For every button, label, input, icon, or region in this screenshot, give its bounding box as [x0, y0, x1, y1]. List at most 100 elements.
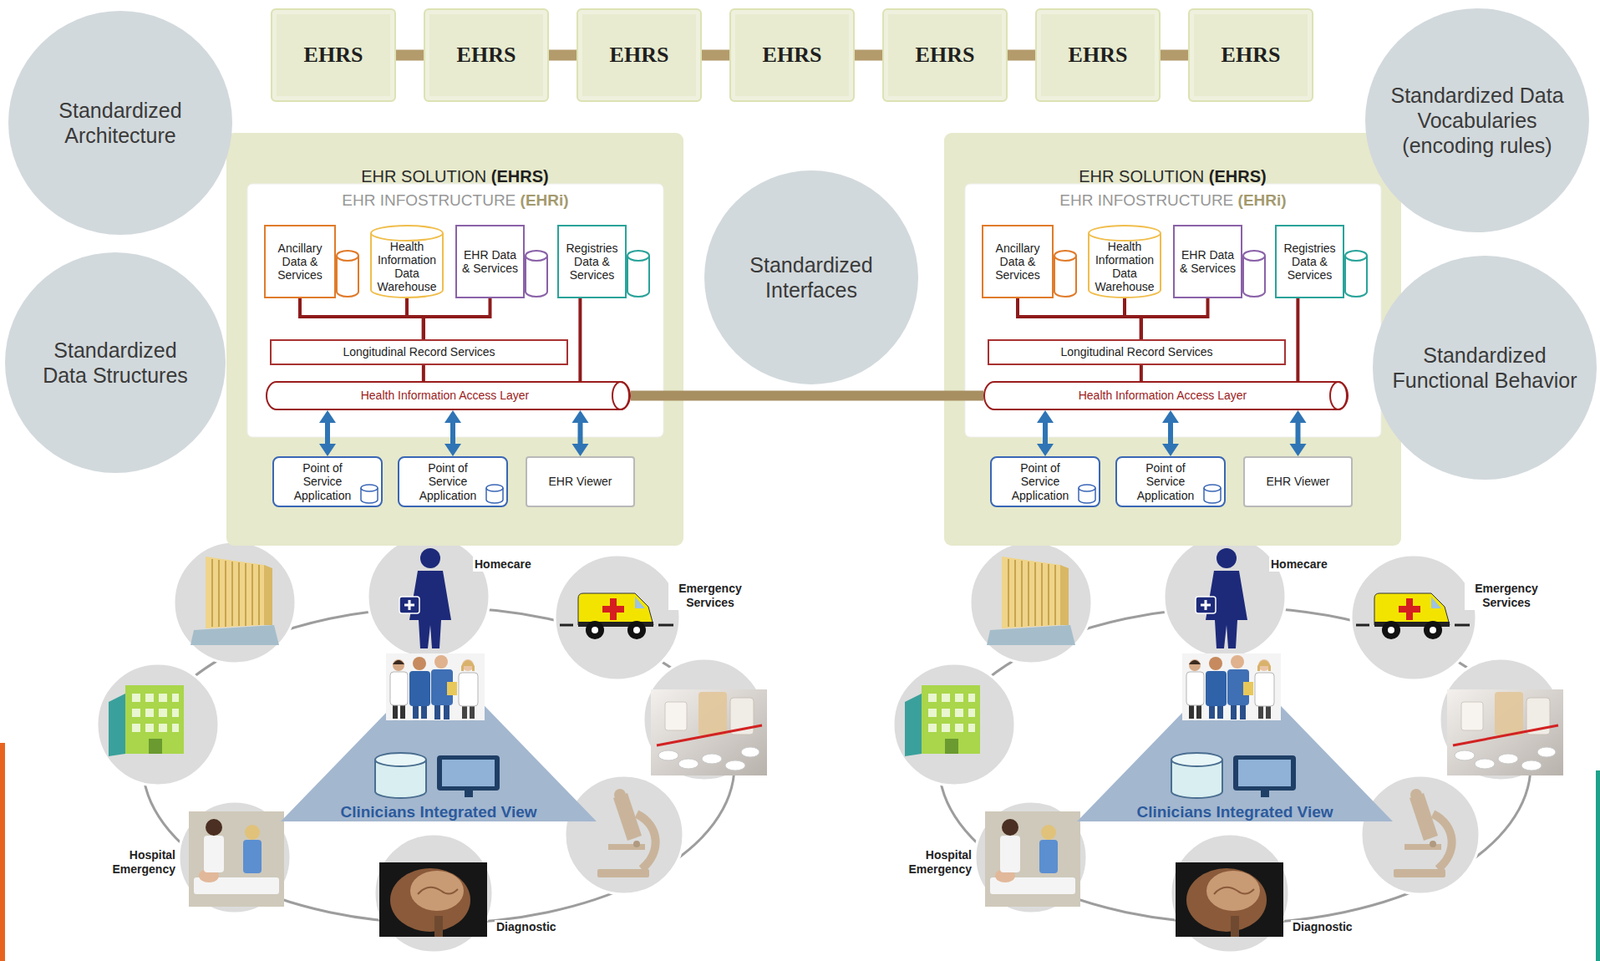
title-part: EHR INFOSTRUCTURE: [1059, 191, 1238, 209]
node-label: EHR SOLUTION (EHRS): [944, 166, 1402, 187]
node-shape-part: [1330, 381, 1347, 410]
node-label: EHRS: [304, 42, 364, 68]
edge-bar: [1595, 770, 1600, 961]
node-shape-part: [1243, 681, 1254, 696]
infostructure-fill: [247, 183, 664, 437]
node-label: Longitudinal Record Services: [1060, 345, 1213, 359]
connector: [1124, 298, 1142, 340]
node-shape-part: [458, 672, 478, 707]
node-shape-part: [266, 381, 630, 410]
standard-circle: Standardized Data Vocabularies (encoding…: [1365, 8, 1590, 233]
data-store-cylinder: [1054, 250, 1077, 297]
node-label: Clinicians Integrated View: [1136, 802, 1333, 822]
connector: [1017, 298, 1142, 340]
node-label: EHR Data & Services: [1178, 248, 1238, 275]
ehrs-box: EHRS: [729, 8, 855, 102]
node-shape-part: [409, 670, 431, 707]
data-store-cylinder: [1243, 250, 1265, 297]
node-label: Ancillary Data & Services: [986, 241, 1049, 282]
title-abbr: (EHRS): [491, 167, 549, 186]
connector-line: [1295, 298, 1300, 381]
service-box: Registries Data & Services: [557, 224, 627, 299]
title-abbr: (EHRi): [1238, 191, 1287, 209]
pos-app-box: Point of Service Application: [990, 456, 1101, 508]
node-label: EHRS: [915, 42, 976, 68]
label-holder: Diagnostic: [1290, 919, 1367, 935]
connector-line: [1007, 50, 1036, 61]
node-shape-part: [390, 671, 408, 706]
pos-database-symbol-part: [1203, 484, 1221, 492]
node-shape-part: [1088, 233, 1161, 298]
label-holder: Diagnostic: [494, 919, 570, 935]
standard-circle: Standardized Architecture: [8, 10, 233, 235]
data-store-cylinder-part: [1243, 250, 1265, 261]
connector: [1162, 410, 1179, 457]
node-label: EHRS: [609, 42, 670, 68]
infostructure-box: EHR INFOSTRUCTURE (EHRi) Ancillary Data &…: [965, 183, 1382, 437]
connector: [422, 365, 424, 381]
panel-fill: [226, 132, 684, 546]
arrowhead: [1036, 410, 1054, 423]
pos-app-box: Point of Service Application: [397, 456, 508, 508]
ring-label: Emergency Services: [668, 581, 752, 610]
connector: [396, 55, 424, 56]
title-part: EHR INFOSTRUCTURE: [341, 191, 520, 209]
connector: [1290, 410, 1307, 457]
connector-line: [578, 298, 582, 381]
ring-label: Emergency Services: [1464, 581, 1549, 610]
ehrs-box: EHRS: [270, 8, 397, 102]
access-layer-tube: Health Information Access Layer: [265, 380, 631, 411]
arrowhead: [1290, 410, 1307, 423]
connector: [1141, 298, 1209, 340]
ring-label: Diagnostic: [1290, 919, 1355, 935]
node-label: EHR INFOSTRUCTURE (EHRi): [965, 191, 1382, 211]
arrowhead: [572, 443, 590, 457]
node-label: EHR INFOSTRUCTURE (EHRi): [247, 191, 664, 211]
pos-database-symbol-part: [1078, 484, 1096, 492]
data-store-cylinder-part: [627, 255, 650, 297]
node-shape-part: [392, 660, 405, 665]
node-shape-part: [1258, 659, 1270, 671]
node-shape-part: [1188, 659, 1201, 671]
data-store-cylinder-part: [1054, 250, 1077, 261]
node-shape-part: [1088, 225, 1161, 241]
connector: [572, 410, 590, 457]
pos-database-symbol: [359, 482, 380, 505]
data-store-cylinder-part: [525, 250, 548, 261]
arrowhead: [444, 443, 462, 457]
node-label: EHRS: [1221, 42, 1281, 68]
pos-database-symbol-part: [486, 484, 503, 492]
node-label: Registries Data & Services: [562, 241, 622, 282]
connector-line: [299, 298, 424, 340]
integrated-view-triangle: Clinicians Integrated View: [1071, 653, 1398, 825]
connector-line: [578, 421, 584, 445]
connector: [1297, 298, 1299, 381]
title-part: EHR SOLUTION: [360, 167, 492, 186]
arrowhead: [444, 410, 462, 423]
title-abbr: (EHRS): [1208, 167, 1267, 186]
ehr-solution-panel: EHR SOLUTION (EHRS) EHR INFOSTRUCTURE (EH…: [226, 132, 684, 546]
node-label: EHR Data & Services: [460, 248, 520, 275]
connector-line: [1139, 365, 1143, 381]
node-label: Point of Service Application: [411, 461, 485, 502]
node-label: EHR Viewer: [1266, 474, 1331, 488]
node-shape-part: [412, 656, 427, 671]
node-shape-part: [1076, 658, 1393, 822]
arrowhead: [572, 410, 590, 423]
node-label: Point of Service Application: [1003, 461, 1077, 502]
arrowhead: [1162, 410, 1179, 423]
integrated-view-triangle: Clinicians Integrated View: [275, 653, 602, 825]
connector-line: [450, 421, 456, 445]
connector: [1036, 410, 1054, 457]
connector-line: [1042, 421, 1048, 445]
node-shape-part: [370, 225, 443, 241]
connector: [319, 410, 336, 457]
record-services-bar: Longitudinal Record Services: [987, 339, 1286, 366]
node-shape-part: [446, 681, 458, 696]
node-label: Health Information Data Warehouse: [373, 239, 441, 294]
service-box: EHR Data & Services: [455, 224, 525, 299]
node-label: EHRS: [762, 42, 823, 68]
edge-bar: [0, 742, 6, 961]
connector-line: [325, 421, 331, 445]
data-store-cylinder: [1345, 250, 1367, 297]
